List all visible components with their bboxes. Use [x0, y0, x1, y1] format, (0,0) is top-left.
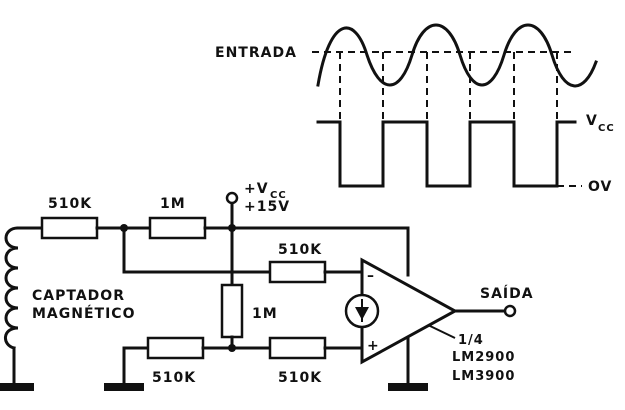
output-label: SAÍDA	[480, 285, 534, 302]
resistor-inverting-label: 510K	[278, 242, 322, 258]
supply-terminal	[225, 191, 239, 205]
circuit: 510K 1M +V CC +15V 510K 1M	[0, 181, 534, 391]
resistor-middle-1m	[220, 283, 244, 339]
entrada-label: ENTRADA	[215, 45, 297, 61]
resistor-feedback-label: 1M	[160, 196, 186, 212]
pickup-label-line1: CAPTADOR	[32, 288, 125, 304]
ic-leader-line	[427, 324, 456, 339]
ov-level-label: OV	[588, 179, 612, 195]
supply-label-vcc-sub: CC	[270, 190, 287, 201]
resistor-bottom-right-510k	[268, 336, 327, 360]
vcc-level-label: V	[586, 113, 598, 129]
supply-label-vcc: +V	[244, 181, 269, 197]
opamp-minus-sign: –	[367, 268, 375, 284]
resistor-middle-label: 1M	[252, 306, 278, 322]
resistor-input-label: 510K	[48, 196, 92, 212]
resistor-bottom-right-label: 510K	[278, 370, 322, 386]
resistor-bottom-left-label: 510K	[152, 370, 196, 386]
resistor-input-510k	[40, 216, 99, 240]
opamp-plus-sign: +	[367, 338, 380, 354]
supply-label-15v: +15V	[244, 199, 290, 215]
ground-symbol-coil	[0, 383, 34, 391]
output-terminal	[503, 304, 517, 318]
ic-part-lm3900: LM3900	[452, 369, 515, 384]
vcc-level-sub: CC	[598, 123, 615, 134]
current-source-arrow-head	[355, 307, 369, 320]
ground-symbol-bottom	[104, 383, 144, 391]
output-square-wave	[316, 120, 577, 188]
resistor-bottom-left-510k	[146, 336, 205, 360]
ic-fraction-label: 1/4	[458, 333, 484, 348]
waveform-diagram: ENTRADA V CC OV	[215, 23, 615, 195]
ic-part-lm2900: LM2900	[452, 350, 515, 365]
pickup-label-line2: MAGNÉTICO	[32, 305, 135, 322]
magnetic-pickup-coil	[4, 226, 20, 350]
input-sine-wave	[316, 23, 598, 88]
ground-symbol-opamp	[388, 383, 428, 391]
resistor-feedback-1m	[148, 216, 207, 240]
resistor-inverting-510k	[268, 260, 327, 284]
